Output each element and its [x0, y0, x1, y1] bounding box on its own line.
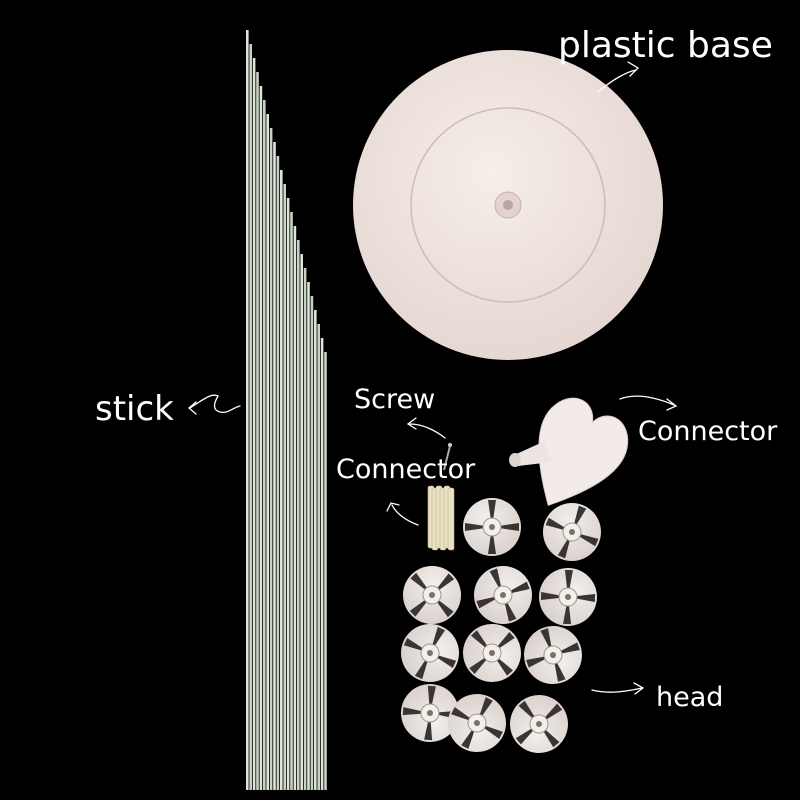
arrow-connector-small — [386, 502, 419, 526]
stick — [317, 324, 320, 790]
stick — [266, 114, 269, 790]
balloon-head — [448, 694, 506, 752]
stick — [276, 156, 280, 790]
screw — [443, 443, 452, 471]
balloon-head — [463, 624, 521, 682]
balloon-head — [401, 684, 459, 742]
stick — [252, 58, 256, 790]
balloon-head — [463, 498, 521, 556]
stick — [263, 100, 266, 790]
heart-connector — [538, 397, 629, 506]
screw-label: Screw — [354, 384, 436, 415]
balloon-head — [543, 503, 601, 561]
arrow-connector-heart — [619, 395, 678, 411]
balloon-heads — [401, 498, 601, 753]
stick — [307, 282, 310, 790]
plastic-base — [353, 50, 663, 360]
small-connector — [447, 487, 455, 551]
stick-label: stick — [95, 389, 174, 429]
stick — [246, 30, 249, 790]
heart-connector-neck — [509, 441, 552, 467]
stick — [249, 44, 252, 790]
balloon-head — [539, 568, 597, 626]
stick — [283, 184, 286, 790]
stick — [273, 142, 276, 790]
small-connector-label: Connector — [336, 454, 476, 485]
heart-connector-label: Connector — [638, 416, 778, 447]
balloon-head — [403, 566, 461, 624]
annotation-arrows — [188, 61, 678, 695]
arrow-head — [591, 682, 645, 695]
stick — [324, 352, 327, 790]
stick — [256, 72, 259, 790]
stick — [314, 310, 317, 790]
stick — [320, 338, 324, 790]
stick — [290, 212, 293, 790]
plastic-base-label: plastic base — [558, 25, 773, 66]
stick — [310, 296, 314, 790]
stick — [293, 226, 297, 790]
small-connectors-stack — [427, 485, 455, 551]
sticks-bundle — [246, 30, 327, 790]
stick — [300, 254, 303, 790]
stick — [280, 170, 283, 790]
arrow-stick — [188, 394, 241, 415]
arrow-screw — [406, 417, 446, 439]
head-label: head — [656, 682, 724, 713]
stick — [269, 128, 273, 790]
balloon-head — [401, 624, 459, 682]
balloon-head — [524, 626, 582, 684]
stick — [286, 198, 290, 790]
balloon-head — [510, 695, 568, 753]
stick — [259, 86, 263, 790]
stick — [303, 268, 307, 790]
arrow-base — [597, 61, 640, 93]
balloon-head — [474, 566, 532, 624]
stick — [297, 240, 300, 790]
